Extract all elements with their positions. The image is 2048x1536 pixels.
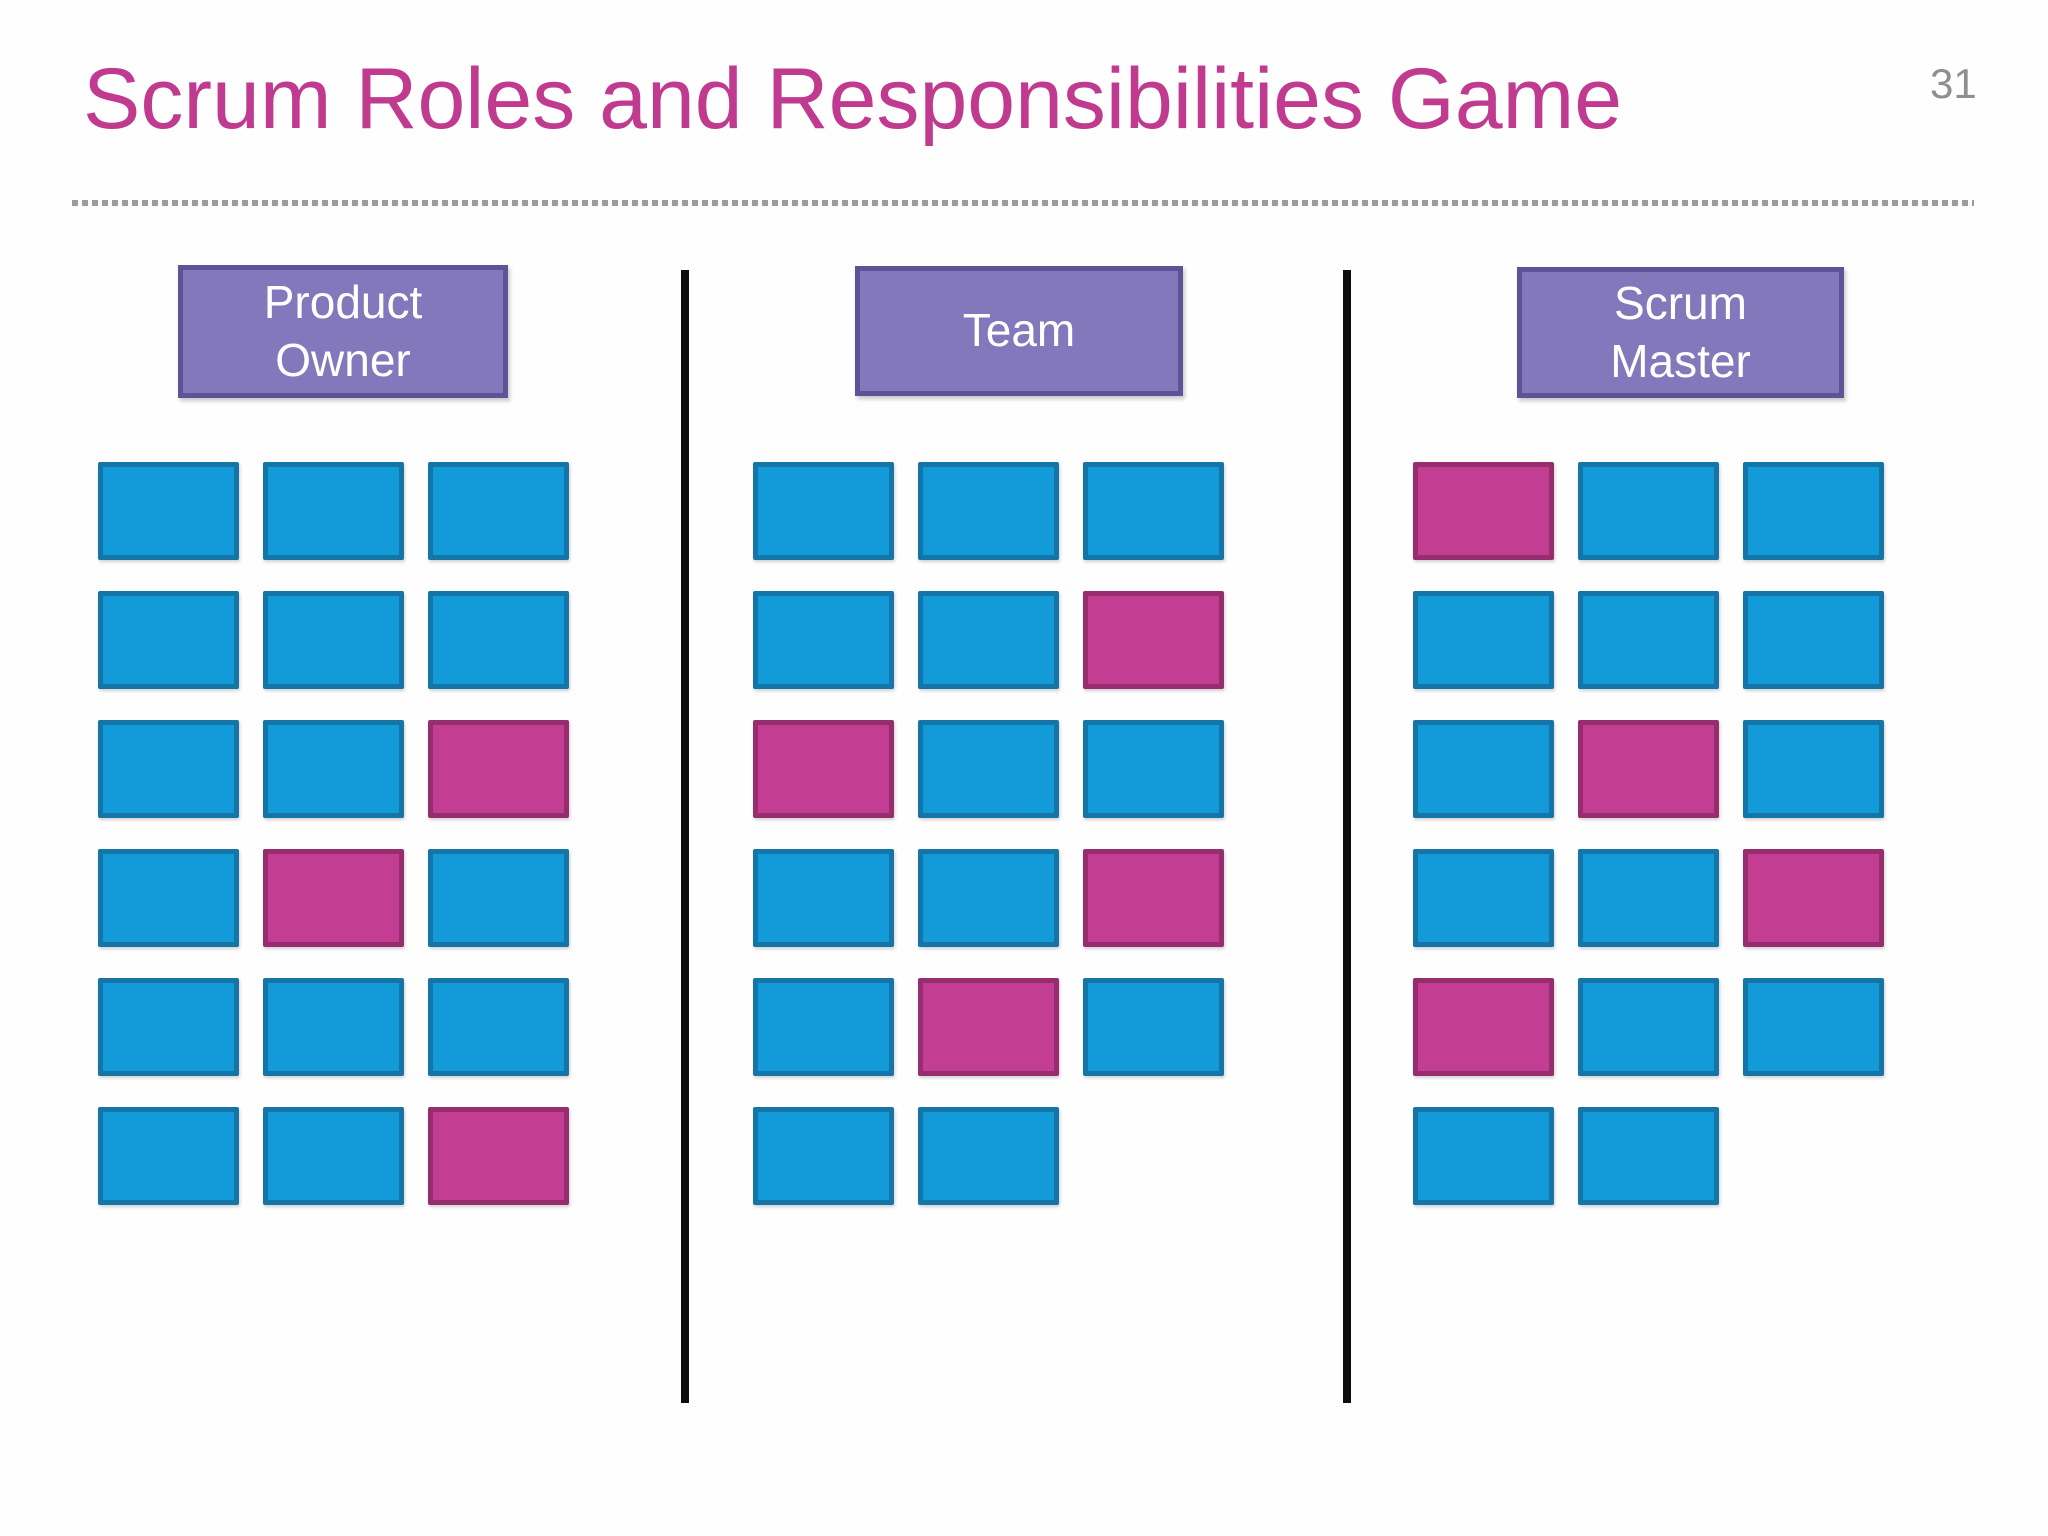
card-blue[interactable] <box>263 1107 404 1205</box>
card-blue[interactable] <box>753 1107 894 1205</box>
card-blue[interactable] <box>753 591 894 689</box>
card-blue[interactable] <box>918 720 1059 818</box>
card-blue[interactable] <box>98 591 239 689</box>
card-grid-scrum-master <box>1413 462 1884 1205</box>
card-magenta[interactable] <box>1413 462 1554 560</box>
card-blue[interactable] <box>1578 591 1719 689</box>
card-blue[interactable] <box>918 591 1059 689</box>
card-blue[interactable] <box>918 849 1059 947</box>
card-blue[interactable] <box>1743 591 1884 689</box>
card-grid-team <box>753 462 1224 1205</box>
card-blue[interactable] <box>428 591 569 689</box>
card-magenta[interactable] <box>1578 720 1719 818</box>
card-blue[interactable] <box>428 849 569 947</box>
card-grid-product-owner <box>98 462 569 1205</box>
card-blue[interactable] <box>1413 591 1554 689</box>
page-number: 31 <box>1930 60 1977 107</box>
card-blue[interactable] <box>1413 1107 1554 1205</box>
card-blue[interactable] <box>753 462 894 560</box>
column-divider-right <box>1343 270 1351 1403</box>
card-blue[interactable] <box>1578 462 1719 560</box>
card-magenta[interactable] <box>428 1107 569 1205</box>
card-magenta[interactable] <box>1743 849 1884 947</box>
card-magenta[interactable] <box>1413 978 1554 1076</box>
card-blue[interactable] <box>263 462 404 560</box>
card-blue[interactable] <box>263 591 404 689</box>
card-blue[interactable] <box>1578 849 1719 947</box>
card-magenta[interactable] <box>1083 849 1224 947</box>
card-blue[interactable] <box>1413 720 1554 818</box>
card-blue[interactable] <box>263 720 404 818</box>
role-header-product-owner: Product Owner <box>178 265 508 398</box>
card-blue[interactable] <box>918 1107 1059 1205</box>
card-blue[interactable] <box>98 720 239 818</box>
card-blue[interactable] <box>98 849 239 947</box>
column-divider-left <box>681 270 689 1403</box>
card-blue[interactable] <box>1578 1107 1719 1205</box>
card-blue[interactable] <box>1083 978 1224 1076</box>
card-magenta[interactable] <box>1083 591 1224 689</box>
card-blue[interactable] <box>1083 720 1224 818</box>
card-magenta[interactable] <box>428 720 569 818</box>
card-blue[interactable] <box>428 462 569 560</box>
role-header-team: Team <box>855 266 1183 396</box>
card-blue[interactable] <box>1743 720 1884 818</box>
card-blue[interactable] <box>918 462 1059 560</box>
card-magenta[interactable] <box>753 720 894 818</box>
card-blue[interactable] <box>1743 978 1884 1076</box>
card-blue[interactable] <box>1743 462 1884 560</box>
card-blue[interactable] <box>98 978 239 1076</box>
card-blue[interactable] <box>98 462 239 560</box>
card-blue[interactable] <box>1578 978 1719 1076</box>
slide-title: Scrum Roles and Responsibilities Game <box>83 51 1623 147</box>
card-blue[interactable] <box>753 978 894 1076</box>
card-blue[interactable] <box>428 978 569 1076</box>
card-magenta[interactable] <box>263 849 404 947</box>
role-header-scrum-master: Scrum Master <box>1517 267 1844 398</box>
card-blue[interactable] <box>263 978 404 1076</box>
card-blue[interactable] <box>98 1107 239 1205</box>
card-blue[interactable] <box>753 849 894 947</box>
card-blue[interactable] <box>1083 462 1224 560</box>
title-separator-dotted-line <box>72 200 1974 206</box>
card-magenta[interactable] <box>918 978 1059 1076</box>
card-blue[interactable] <box>1413 849 1554 947</box>
